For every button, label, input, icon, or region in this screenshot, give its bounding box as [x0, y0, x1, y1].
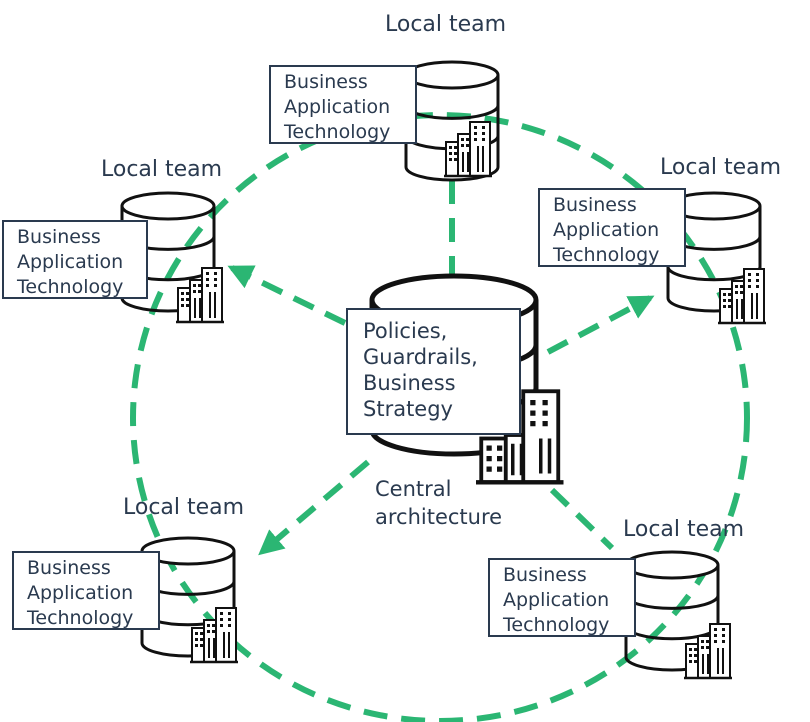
buildings-icon [476, 389, 564, 485]
local-team-box-line: Application [284, 96, 390, 118]
local-team-box [12, 551, 160, 630]
central-caption-line: architecture [375, 505, 502, 529]
local-team-box-line: Business [553, 194, 637, 216]
local-team-title: Local team [101, 157, 222, 182]
central-box-line: Strategy [363, 397, 453, 421]
local-team-box-line: Technology [26, 607, 133, 629]
buildings-icon [176, 267, 224, 324]
local-team-title: Local team [623, 517, 744, 542]
local-team-box-line: Application [553, 219, 659, 241]
local-team-title: Local team [123, 495, 244, 520]
local-team-box-line: Technology [552, 244, 659, 266]
local-team-box-line: Business [27, 557, 111, 579]
central-box-line: Guardrails, [363, 345, 478, 369]
buildings-icon [190, 607, 238, 664]
central-architecture: Policies, Guardrails, Business Strategy … [346, 273, 564, 529]
local-team-title: Local team [385, 12, 506, 37]
central-box-line: Policies, [363, 319, 447, 343]
local-team-box-line: Application [17, 251, 123, 273]
local-team-box [488, 558, 636, 637]
local-team-box-line: Business [17, 226, 101, 248]
local-team-title: Local team [660, 155, 781, 180]
local-team-box-line: Business [284, 71, 368, 93]
team-ring [130, 112, 750, 722]
local-team-box [2, 220, 148, 299]
local-team-box [538, 188, 686, 267]
local-team-box-line: Application [503, 589, 609, 611]
buildings-icon [684, 623, 732, 680]
buildings-icon [444, 121, 492, 178]
central-policies-text: Policies, Guardrails, Business Strategy [363, 319, 485, 421]
local-team-box-line: Application [27, 582, 133, 604]
local-team-box-line: Technology [283, 121, 390, 143]
local-team-box-line: Technology [16, 276, 123, 298]
local-team-box-line: Business [503, 564, 587, 586]
local-team-box-line: Technology [502, 614, 609, 636]
connector-bottom-right [549, 487, 615, 551]
central-caption: Central architecture [375, 477, 502, 529]
arrow-to-team-right [546, 295, 655, 355]
central-caption-line: Central [375, 477, 451, 501]
central-policies-box [346, 308, 521, 435]
central-box-line: Business [363, 371, 456, 395]
local-team-box [269, 65, 417, 144]
buildings-icon [718, 268, 766, 325]
arrow-to-team-bottom-left [258, 459, 370, 556]
arrow-to-team-left [227, 265, 347, 326]
